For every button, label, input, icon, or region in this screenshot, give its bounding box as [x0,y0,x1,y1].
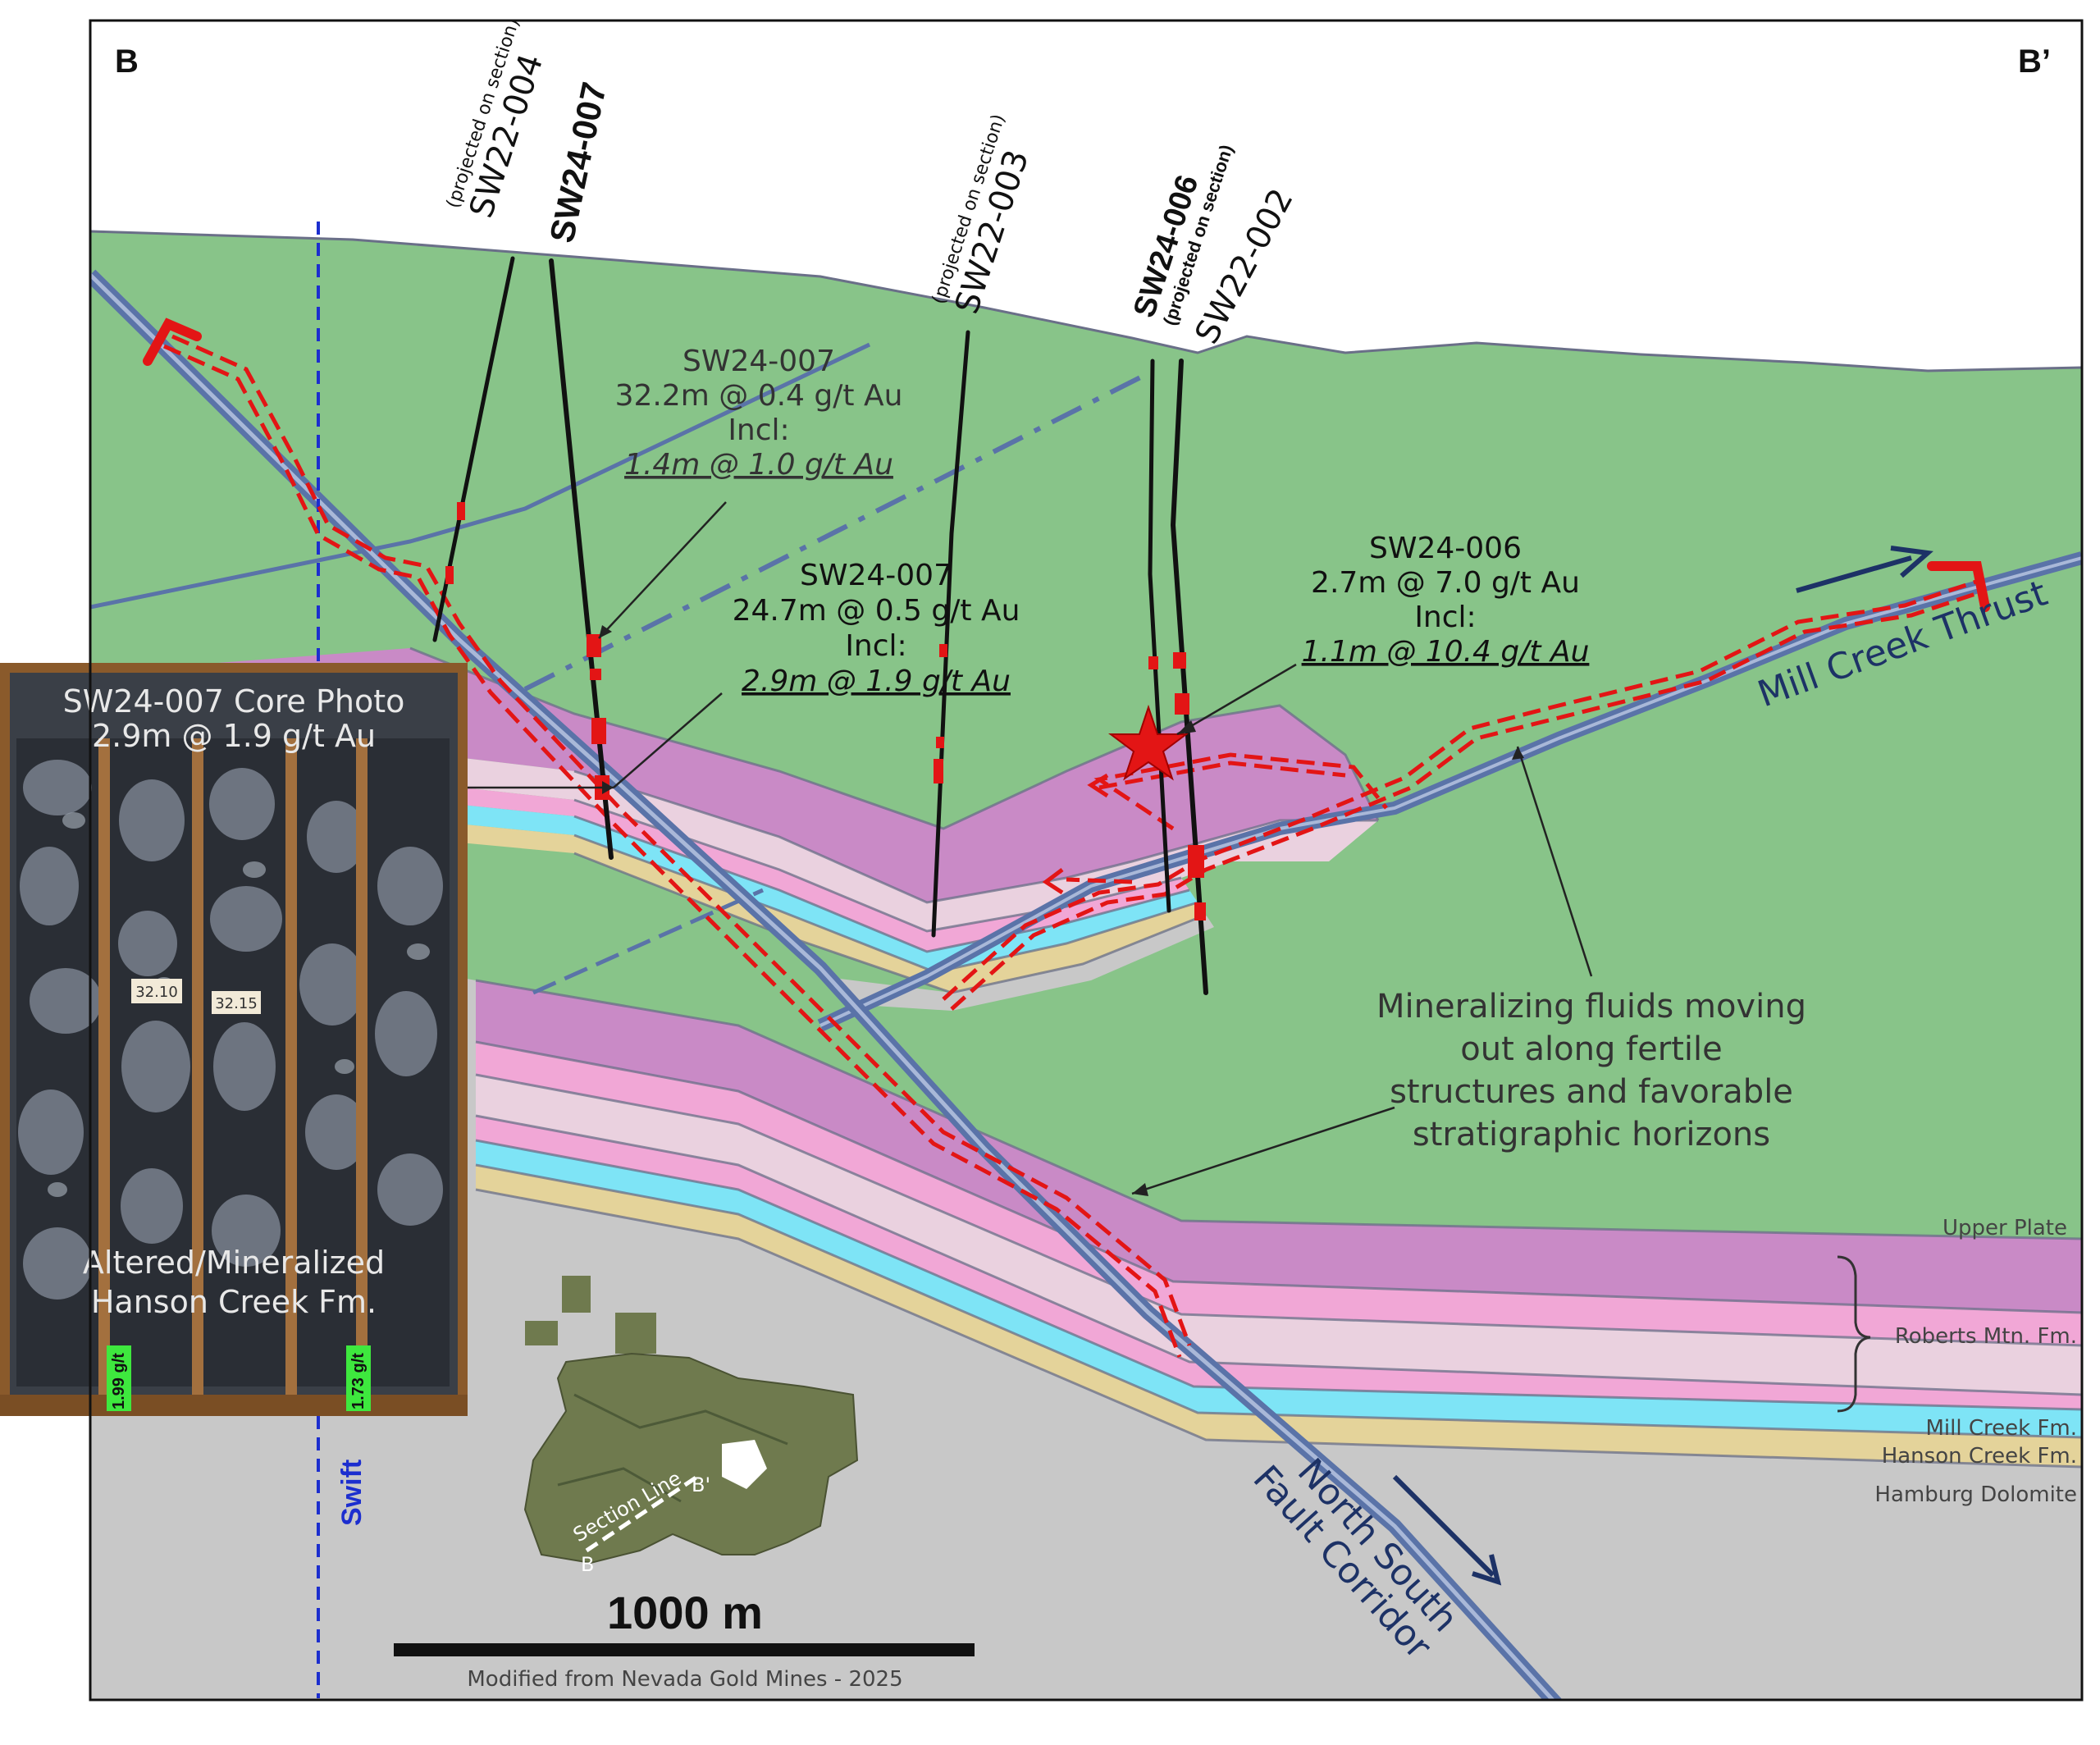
intercept-006: SW24-006 2.7m @ 7.0 g/t Au Incl: 1.1m @ … [1302,532,1590,669]
svg-text:SW24-006: SW24-006 [1369,532,1522,565]
formation-legend: Upper Plate Roberts Mtn. Fm. Mill Creek … [1874,1216,2077,1507]
fluid-arrow-w1 [1042,868,1064,895]
fluid-arrow-w2 [1087,773,1109,798]
upper-plate-layer [90,231,2082,1239]
dash-dot-fault [523,371,1150,692]
fluid-arrow-ne [1927,561,1990,612]
inset-b-label: B [581,1553,594,1576]
svg-text:structures and favorable: structures and favorable [1390,1073,1793,1111]
svg-text:24.7m @ 0.5 g/t Au: 24.7m @ 0.5 g/t Au [733,594,1020,628]
mill-creek-thrust-line [817,551,2082,1032]
intercept-upper-007: SW24-007 32.2m @ 0.4 g/t Au Incl: 1.4m @… [615,345,903,482]
formation-upper-plate: Upper Plate [1942,1216,2067,1240]
lower-dashed-fault [532,888,765,995]
core-tag-right: 1.73 g/t [349,1353,368,1409]
formation-hamburg: Hamburg Dolomite [1874,1482,2077,1507]
leader-arrowheads [599,625,1524,1196]
roberts-mtn-bracket [1837,1255,1871,1413]
credit-text: Modified from Nevada Gold Mines - 2025 [467,1667,902,1692]
formation-roberts-mtn: Roberts Mtn. Fm. [1895,1324,2077,1349]
movement-arrows [1392,546,1933,1586]
core-photo-title-2: 2.9m @ 1.9 g/t Au [92,718,376,754]
svg-text:Incl:: Incl: [728,413,789,447]
formation-mill-creek: Mill Creek Fm. [1925,1416,2077,1441]
svg-text:1.4m @ 1.0 g/t Au: 1.4m @ 1.0 g/t Au [624,448,893,482]
svg-text:Incl:: Incl: [845,629,906,663]
formation-hanson-creek: Hanson Creek Fm. [1882,1444,2077,1469]
svg-text:1.1m @ 10.4 g/t Au: 1.1m @ 10.4 g/t Au [1302,635,1590,669]
hole-sw22-002-trace [1170,359,1208,995]
core-photo-caption-2: Hanson Creek Fm. [91,1284,377,1320]
corner-label-b: B [115,43,139,80]
text-labels: B B’ SW22-004 (projected on section) SW2… [115,16,2077,1668]
hole-sw22-004-trace [432,256,515,642]
core-box-label-b: 32.15 [215,995,258,1012]
svg-text:stratigraphic horizons: stratigraphic horizons [1413,1116,1770,1153]
mineralizing-fluid-paths [162,334,1986,1358]
corner-label-b-prime: B’ [2018,43,2051,80]
label-leader-lines [459,501,1593,1195]
svg-text:Mineralizing fluids moving: Mineralizing fluids moving [1376,988,1806,1026]
figure-frame [89,19,2084,1702]
core-photo-caption-1: Altered/Mineralized [83,1245,385,1281]
hole-sw24-006-trace [1148,359,1171,913]
assay-intercepts [445,502,1206,920]
hole-sw22-003-trace [931,330,970,938]
svg-text:32.2m @ 0.4 g/t Au: 32.2m @ 0.4 g/t Au [615,379,903,413]
inset-b-prime-label: B' [692,1473,710,1496]
high-grade-star-icon [1108,704,1189,781]
scale-bar: 1000 m [394,1587,975,1656]
fluid-arrow-nw [143,317,202,366]
core-tag-left: 1.99 g/t [110,1353,128,1409]
svg-text:SW24-007: SW24-007 [682,345,835,378]
svg-text:out along fertile: out along fertile [1460,1030,1722,1068]
core-photo-title-1: SW24-007 Core Photo [63,683,405,719]
fluids-note: Mineralizing fluids moving out along fer… [1376,988,1806,1153]
swift-label: Swift [336,1459,368,1526]
core-box-label-a: 32.10 [135,984,178,1001]
core-photo: 32.10 32.15 1.99 g/t 1.73 g/t SW24-007 C… [0,663,468,1416]
upper-thrust-line [90,342,871,610]
inset-location-map: Section Line B B' [523,1276,859,1576]
svg-text:2.7m @ 7.0 g/t Au: 2.7m @ 7.0 g/t Au [1311,566,1580,600]
scale-bar-label: 1000 m [607,1587,763,1638]
svg-text:Incl:: Incl: [1414,601,1476,634]
intercept-lower-007: SW24-007 24.7m @ 0.5 g/t Au Incl: 2.9m @… [733,559,1020,698]
svg-text:SW24-007: SW24-007 [800,559,952,592]
svg-text:2.9m @ 1.9 g/t Au: 2.9m @ 1.9 g/t Au [742,665,1011,698]
